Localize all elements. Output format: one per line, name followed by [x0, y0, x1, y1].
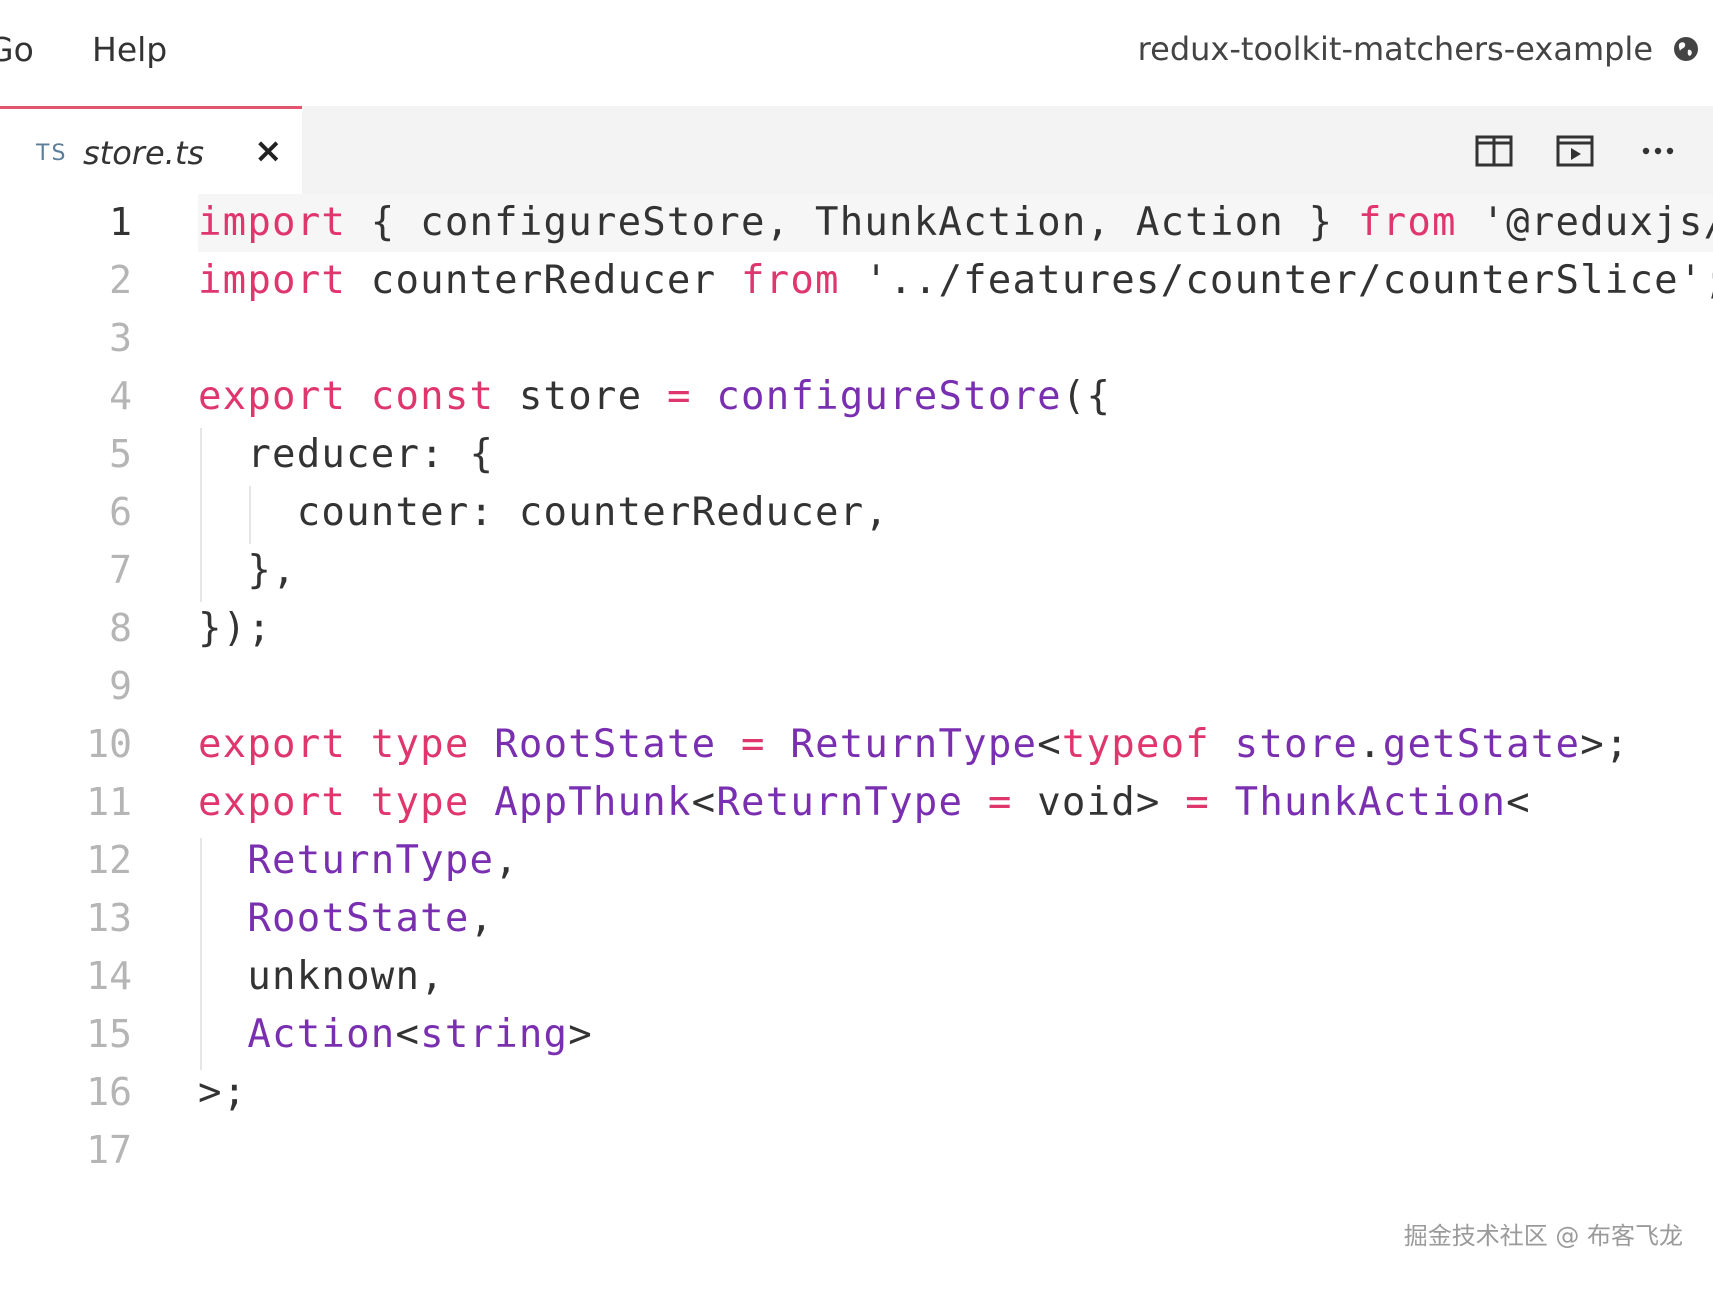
code-text[interactable]: import { configureStore, ThunkAction, Ac…	[198, 200, 1713, 245]
code-text[interactable]: counter: counterReducer,	[198, 490, 890, 535]
line-number: 15	[86, 1012, 132, 1056]
line-number: 14	[86, 954, 132, 998]
code-text[interactable]: >;	[198, 1070, 248, 1115]
code-line[interactable]: 16 >;	[0, 1064, 1713, 1122]
code-line[interactable]: 14 unknown,	[0, 948, 1713, 1006]
code-text[interactable]: ReturnType,	[247, 838, 519, 883]
code-line[interactable]: 7 },	[0, 542, 1713, 600]
project-title: redux-toolkit-matchers-example	[1137, 30, 1653, 68]
tab-store-ts[interactable]: TS store.ts ×	[0, 106, 302, 194]
code-line[interactable]: 13 RootState,	[0, 890, 1713, 948]
code-text[interactable]: export const store = configureStore({	[198, 374, 1112, 419]
code-text[interactable]: export type RootState = ReturnType<typeo…	[198, 722, 1630, 767]
code-line[interactable]: 8});	[0, 600, 1713, 658]
code-text[interactable]: RootState,	[247, 896, 495, 941]
menu-bar: Go Help redux-toolkit-matchers-example	[0, 0, 1713, 100]
current-line-highlight	[198, 194, 1713, 252]
indent-guide	[200, 428, 202, 602]
typescript-icon: TS	[36, 141, 68, 166]
line-number: 5	[109, 432, 132, 476]
code-text[interactable]: import counterReducer from '../features/…	[198, 258, 1713, 303]
code-line[interactable]: 17	[0, 1122, 1713, 1180]
line-number: 7	[109, 548, 132, 592]
code-text[interactable]: export type AppThunk<ReturnType = void> …	[198, 780, 1531, 825]
code-line[interactable]: 10 export type RootState = ReturnType<typ…	[0, 716, 1713, 774]
line-number: 8	[109, 606, 132, 650]
code-text[interactable]: Action<string>	[247, 1012, 593, 1057]
code-text[interactable]: unknown,	[198, 954, 445, 999]
menu-item-help[interactable]: Help	[92, 30, 168, 69]
open-preview-icon[interactable]	[1555, 134, 1595, 168]
indent-guide	[249, 486, 251, 544]
split-editor-icon[interactable]	[1474, 134, 1514, 168]
line-number: 13	[86, 896, 132, 940]
code-line[interactable]: 6 counter: counterReducer,	[0, 484, 1713, 542]
line-number: 3	[109, 316, 132, 360]
line-number: 16	[86, 1070, 132, 1114]
indent-guide	[200, 838, 202, 1070]
watermark: 掘金技术社区 @ 布客飞龙	[1403, 1222, 1683, 1250]
line-number: 2	[109, 258, 132, 302]
line-number: 6	[109, 490, 132, 534]
tab-file-name: store.ts	[83, 134, 205, 172]
code-line[interactable]: 9	[0, 658, 1713, 716]
more-actions-icon[interactable]	[1638, 134, 1678, 168]
code-line[interactable]: 1 import { configureStore, ThunkAction, A…	[0, 194, 1713, 252]
code-line[interactable]: 5 reducer: {	[0, 426, 1713, 484]
code-editor[interactable]: 1 import { configureStore, ThunkAction, A…	[0, 194, 1713, 1194]
line-number: 11	[86, 780, 132, 824]
code-line[interactable]: 12 ReturnType,	[0, 832, 1713, 890]
line-number: 12	[86, 838, 132, 882]
line-number: 10	[86, 722, 132, 766]
globe-icon[interactable]	[1671, 34, 1701, 64]
code-text[interactable]: reducer: {	[198, 432, 495, 477]
code-line[interactable]: 4 export const store = configureStore({	[0, 368, 1713, 426]
code-line[interactable]: 2 import counterReducer from '../features…	[0, 252, 1713, 310]
code-text[interactable]: },	[198, 548, 297, 593]
code-line[interactable]: 3	[0, 310, 1713, 368]
code-line[interactable]: 11 export type AppThunk<ReturnType = void…	[0, 774, 1713, 832]
close-icon[interactable]: ×	[254, 131, 283, 171]
menu-item-go[interactable]: Go	[0, 30, 34, 69]
line-number: 4	[109, 374, 132, 418]
line-number: 9	[109, 664, 132, 708]
editor-tab-bar: TS store.ts ×	[0, 106, 1713, 194]
code-text[interactable]: });	[198, 606, 273, 651]
line-number: 1	[109, 200, 132, 244]
code-line[interactable]: 15 Action<string>	[0, 1006, 1713, 1064]
line-number: 17	[86, 1128, 132, 1172]
